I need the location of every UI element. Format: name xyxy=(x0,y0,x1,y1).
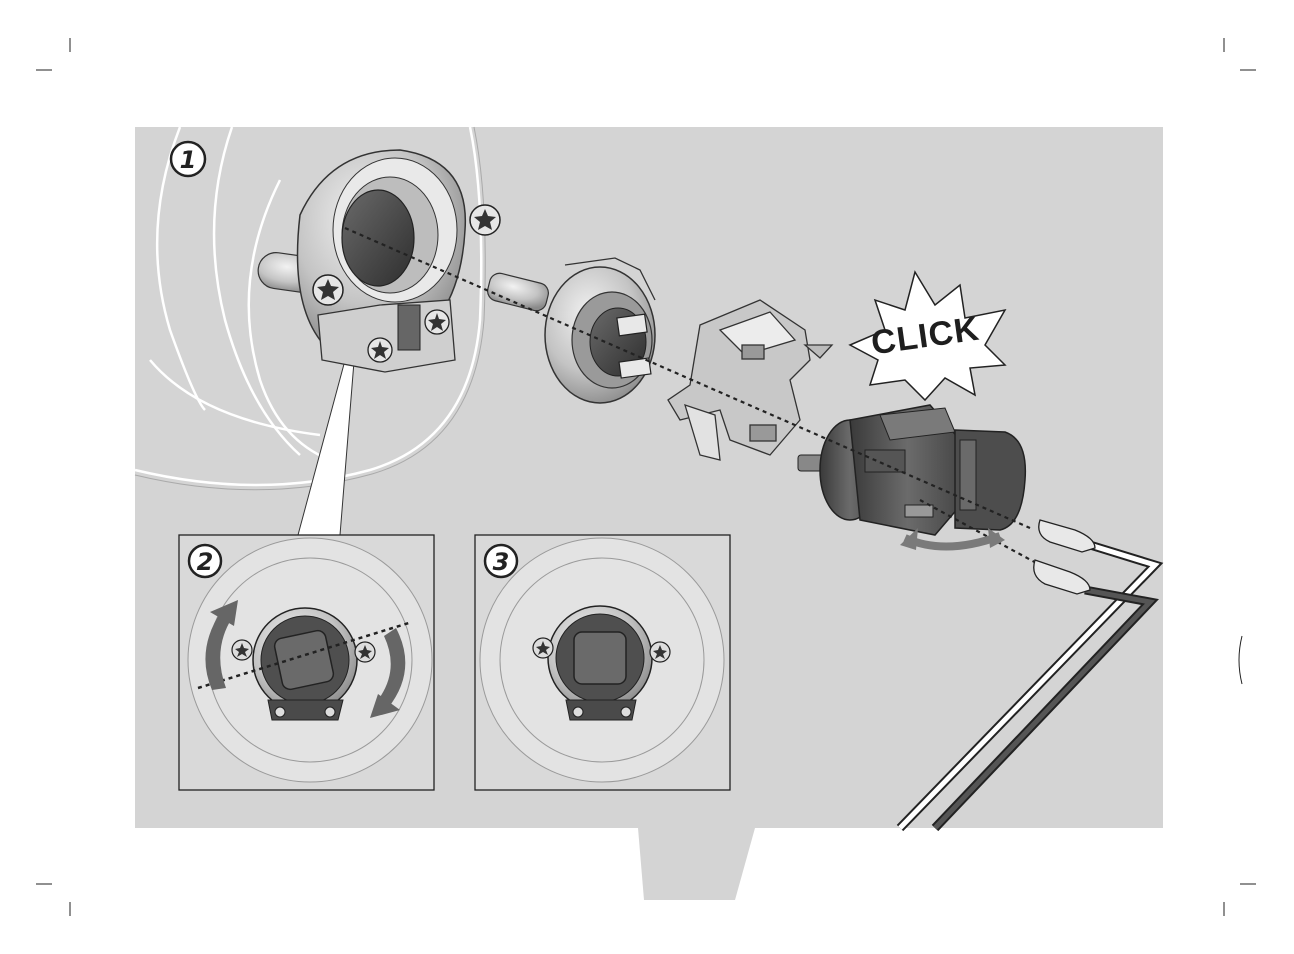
step-2-number: 2 xyxy=(197,548,214,576)
inset-step-2: 2 xyxy=(179,535,434,790)
step-1-number: 1 xyxy=(180,146,197,174)
step-3-number: 3 xyxy=(493,548,510,576)
screw-icon xyxy=(232,640,252,660)
screw-icon xyxy=(425,310,449,334)
screw-icon xyxy=(650,642,670,662)
screw-icon xyxy=(533,638,553,658)
screw-icon xyxy=(355,642,375,662)
screw-icon xyxy=(368,338,392,362)
inset-step-3: 3 xyxy=(475,535,730,790)
screw-icon xyxy=(470,205,500,235)
screw-icon xyxy=(313,275,343,305)
step-1-badge: 1 xyxy=(171,142,205,176)
